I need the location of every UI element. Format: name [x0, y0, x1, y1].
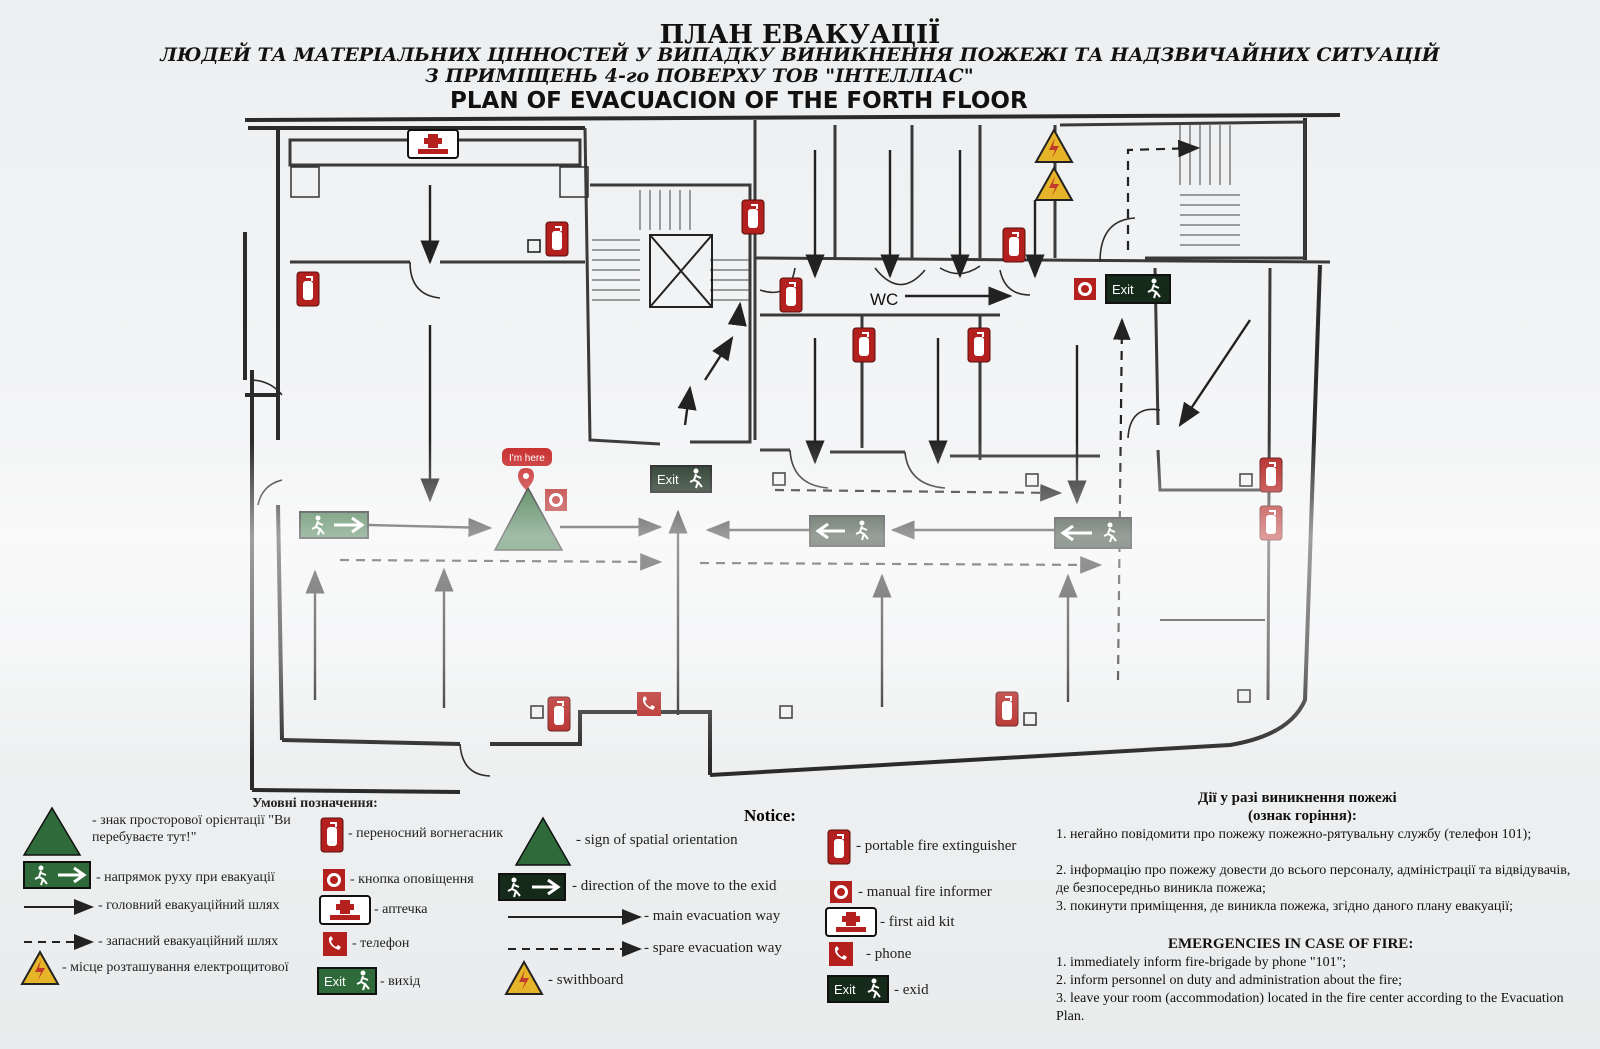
first-aid-icon: [407, 129, 459, 159]
legend-ua-item: - кнопка оповіщення: [350, 872, 474, 887]
legend-en-item: - swithboard: [548, 972, 624, 988]
instructions-en-item: 1. immediately inform fire-brigade by ph…: [1056, 955, 1347, 970]
legend-en-item: - spare evacuation way: [644, 940, 782, 956]
fire-extinguisher-icon: [1002, 227, 1026, 263]
exit-direction-icon: [23, 861, 91, 889]
outer-walls: [243, 113, 1341, 794]
instructions-ua-item: 2. інформацію про пожежу довести до всьо…: [1056, 863, 1571, 896]
stairs: [592, 125, 1240, 301]
im-here-label: I'm here: [509, 453, 545, 464]
legend-en-item: - first aid kit: [880, 914, 955, 930]
wc-label: WC: [870, 290, 898, 309]
legend-ua-item: - запасний евакуаційний шлях: [98, 934, 279, 949]
elevator: [649, 234, 713, 308]
legend-en-item: - exid: [894, 982, 929, 998]
exit-label: Exit: [657, 472, 679, 487]
exit-direction-sign-right: [1054, 517, 1132, 549]
instructions-ua-subheading: (ознак горіння):: [1248, 808, 1357, 824]
legend-exit-label: Exit: [834, 982, 856, 997]
switchboard-icon: [21, 951, 59, 985]
instructions-en-heading: EMERGENCIES IN CASE OF FIRE:: [1168, 936, 1414, 952]
alarm-button-icon: [1074, 278, 1096, 300]
exit-sign-icon: [317, 967, 377, 995]
fire-extinguisher-icon: [967, 327, 991, 363]
legend-en-item: - manual fire informer: [858, 884, 992, 900]
fire-extinguisher-icon: [320, 817, 344, 853]
fire-extinguisher-icon: [545, 221, 569, 257]
fire-extinguisher-icon: [779, 277, 803, 313]
fire-extinguisher-icon: [1259, 457, 1283, 493]
legend-en-heading: Notice:: [744, 806, 796, 825]
legend-en-item: - main evacuation way: [644, 908, 781, 924]
plan-title: ПЛАН ЕВАКУАЦІЇ: [659, 20, 941, 50]
legend-ua-item: - місце розташування електрощитової: [62, 960, 289, 975]
inner-walls: [288, 120, 1331, 701]
first-aid-icon: [319, 895, 371, 925]
plan-title-en: PLAN OF EVACUACION OF THE FORTH FLOOR: [450, 88, 1028, 114]
legend-ua-symbols: [21, 806, 377, 995]
alarm-button-icon: [545, 489, 567, 511]
legend-ua-item: - знак просторової орієнтації "Ви перебу…: [92, 813, 291, 845]
fire-extinguisher-icon: [852, 327, 876, 363]
door-arcs: [249, 217, 1161, 777]
exit-sign-right-stair: Exit: [1105, 274, 1171, 304]
instructions-ua-item: 3. покинути приміщення, де виникла пожеж…: [1056, 899, 1514, 914]
spare-evacuation-arrows: [339, 139, 1201, 681]
fire-extinguisher-icon: [741, 199, 765, 235]
switchboard-icon: [505, 961, 543, 995]
main-evacuation-arrows: [305, 150, 1251, 715]
legend-en-item: - phone: [866, 946, 912, 962]
phone-icon: [323, 932, 347, 956]
phone-icon: [637, 692, 661, 716]
switchboard-icon: [1035, 167, 1073, 201]
legend-ua-item: - вихід: [380, 974, 421, 989]
fire-extinguisher-icon: [296, 271, 320, 307]
legend-ua-heading: Умовні позначення:: [252, 796, 378, 811]
exit-direction-sign-center: [809, 515, 885, 547]
legend-ua-item: - головний евакуаційний шлях: [98, 898, 280, 913]
legend-ua-item: - напрямок руху при евакуації: [96, 870, 275, 885]
legend-ua-item: - переносний вогнегасник: [348, 826, 504, 841]
legend-ua-item: - аптечка: [374, 902, 428, 917]
fire-extinguisher-icon: [827, 829, 851, 865]
legend-ua-item: - телефон: [352, 936, 410, 951]
phone-icon: [829, 942, 853, 966]
instructions-ua-item: 1. негайно повідомити про пожежу пожежно…: [1056, 827, 1532, 842]
alarm-button-icon: [830, 881, 852, 903]
fire-extinguisher-icon: [547, 696, 571, 732]
orientation-triangle-icon: [22, 806, 82, 856]
legend-exit-label: Exit: [324, 974, 346, 989]
exit-label: Exit: [1112, 282, 1134, 297]
first-aid-icon: [825, 907, 877, 937]
fire-extinguisher-icon: [1259, 505, 1283, 541]
instructions-en-item: 2. inform personnel on duty and administ…: [1056, 973, 1403, 988]
switchboard-icon: [1035, 129, 1073, 163]
plan-subtitle-company: З ПРИМІЩЕНЬ 4-го ПОВЕРХУ ТОВ "ІНТЕЛЛІАС": [425, 65, 974, 87]
exit-direction-sign-left: [299, 511, 369, 539]
plan-subtitle-ua: ЛЮДЕЙ ТА МАТЕРІАЛЬНИХ ЦІННОСТЕЙ У ВИПАДК…: [160, 44, 1440, 66]
exit-sign-icon: [827, 975, 889, 1003]
legend-en-item: - portable fire extinguisher: [856, 838, 1017, 854]
exit-sign-stairwell: Exit: [650, 465, 712, 493]
fire-extinguisher-icon: [995, 691, 1019, 727]
legend-en-item: - direction of the move to the exid: [572, 878, 777, 894]
alarm-button-icon: [323, 869, 345, 891]
instructions-en-item: 3. leave your room (accommodation) locat…: [1056, 991, 1564, 1024]
orientation-triangle-icon: [514, 816, 572, 866]
legend-en-item: - sign of spatial orientation: [576, 832, 738, 848]
instructions-ua-heading: Дії у разі виникнення пожежі: [1198, 790, 1397, 806]
legend-en-symbols: [498, 816, 889, 1003]
